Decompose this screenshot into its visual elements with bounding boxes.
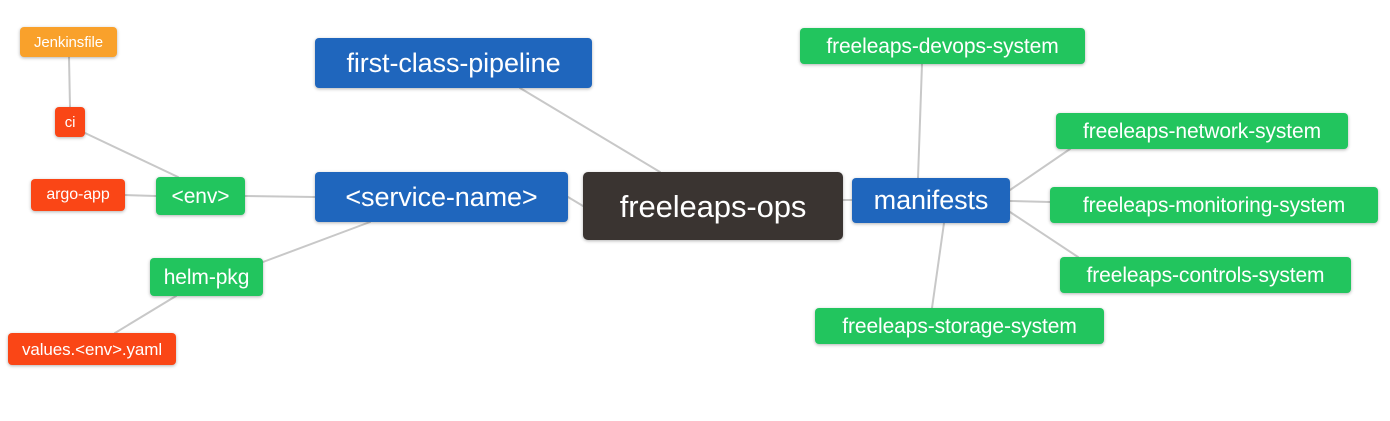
mindmap-node-helm-pkg[interactable]: helm-pkg [150, 258, 263, 296]
mindmap-node-freeleaps-devops-system[interactable]: freeleaps-devops-system [800, 28, 1085, 64]
edge-helm-pkg-to-service-name [262, 221, 371, 263]
mindmap-node-values-env-yaml[interactable]: values.<env>.yaml [8, 333, 176, 365]
mindmap-node-manifests[interactable]: manifests [852, 178, 1010, 223]
mindmap-node-freeleaps-network-system[interactable]: freeleaps-network-system [1056, 113, 1348, 149]
mindmap-node-ci[interactable]: ci [55, 107, 85, 137]
mindmap-node-freeleaps-ops[interactable]: freeleaps-ops [583, 172, 843, 240]
mindmap-node-first-class-pipeline[interactable]: first-class-pipeline [315, 38, 592, 88]
mindmap-node-service-name[interactable]: <service-name> [315, 172, 568, 222]
mindmap-node-freeleaps-storage-system[interactable]: freeleaps-storage-system [815, 308, 1104, 344]
edge-freeleaps-storage-system-to-manifests [931, 222, 945, 309]
edge-ci-to-env [84, 132, 179, 178]
edge-first-class-pipeline-to-freeleaps-ops [519, 87, 661, 173]
edge-freeleaps-network-system-to-manifests [1009, 148, 1071, 191]
mindmap-node-env[interactable]: <env> [156, 177, 245, 215]
mindmap-node-freeleaps-monitoring-system[interactable]: freeleaps-monitoring-system [1050, 187, 1378, 223]
edge-values-env-yaml-to-helm-pkg [114, 295, 177, 334]
edge-jenkinsfile-to-ci [68, 56, 71, 108]
edge-env-to-service-name [244, 195, 316, 198]
edge-freeleaps-devops-system-to-manifests [917, 63, 923, 179]
edge-service-name-to-freeleaps-ops [567, 196, 584, 207]
mindmap-node-argo-app[interactable]: argo-app [31, 179, 125, 211]
mindmap-node-freeleaps-controls-system[interactable]: freeleaps-controls-system [1060, 257, 1351, 293]
edge-freeleaps-monitoring-system-to-manifests [1009, 200, 1051, 203]
edge-argo-app-to-env [124, 194, 157, 197]
mindmap-node-jenkinsfile[interactable]: Jenkinsfile [20, 27, 117, 57]
